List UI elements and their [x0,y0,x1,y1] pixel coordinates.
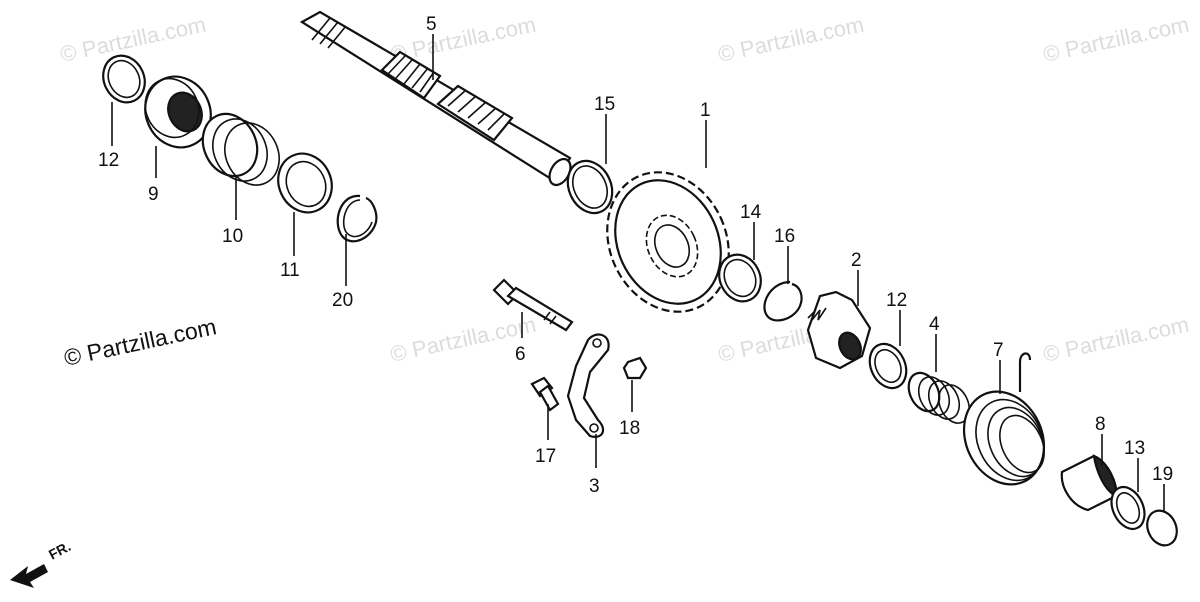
part-8-collar[interactable] [1060,454,1118,512]
callout-2[interactable]: 2 [851,250,862,271]
callout-12-left[interactable]: 12 [98,150,119,171]
callout-12-right[interactable]: 12 [886,290,907,311]
part-9-collar[interactable] [134,66,222,158]
callout-17[interactable]: 17 [535,446,556,467]
callout-5[interactable]: 5 [426,14,437,35]
watermark: © Partzilla.com [716,12,866,67]
leader-lines [111,34,1165,512]
front-label: FR. [46,538,73,563]
part-16-snap-ring[interactable] [763,280,803,322]
callout-3[interactable]: 3 [589,476,600,497]
part-6-long-bolt[interactable] [492,278,574,332]
callout-16[interactable]: 16 [774,226,795,247]
watermark: © Partzilla.com [1041,12,1191,67]
part-3-stopper-plate[interactable] [566,333,610,438]
part-18-nut[interactable] [622,356,648,380]
watermark: © Partzilla.com [1041,312,1191,367]
callout-11[interactable]: 11 [280,260,300,281]
callout-labels: 5 1 15 12 9 10 11 20 14 16 2 12 4 7 8 13… [98,14,1173,497]
callout-9[interactable]: 9 [148,184,159,205]
part-12-washer-left[interactable] [96,49,153,109]
part-1-gear[interactable] [585,152,751,332]
part-10-ring-set[interactable] [193,105,289,194]
part-12-washer-right[interactable] [863,338,913,394]
arrow-left-icon [10,564,48,588]
part-11-thrust-washer[interactable] [269,145,341,221]
copyright-credit: © Partzilla.com [62,313,219,371]
callout-4[interactable]: 4 [929,314,940,335]
part-15-washer[interactable] [560,154,621,221]
callout-18[interactable]: 18 [619,418,640,439]
callout-15[interactable]: 15 [594,94,615,115]
part-17-small-bolt[interactable] [530,376,560,412]
callout-6[interactable]: 6 [515,344,526,365]
part-4-spring[interactable] [903,368,975,428]
part-7-kick-spring[interactable] [949,352,1058,497]
part-14-ring[interactable] [712,248,769,308]
part-20-circlip[interactable] [336,194,378,243]
callout-13[interactable]: 13 [1124,438,1145,459]
part-2-ratchet[interactable] [806,290,872,370]
front-direction-arrow: FR. [10,538,73,588]
part-5-main-shaft[interactable] [299,10,575,189]
part-19-circlip[interactable] [1142,506,1183,550]
callout-10[interactable]: 10 [222,226,243,247]
callout-20[interactable]: 20 [332,290,353,311]
callout-19[interactable]: 19 [1152,464,1173,485]
callout-1[interactable]: 1 [700,100,711,121]
callout-8[interactable]: 8 [1095,414,1106,435]
callout-7[interactable]: 7 [993,340,1004,361]
part-13-washer[interactable] [1105,482,1151,535]
callout-14[interactable]: 14 [740,202,762,223]
